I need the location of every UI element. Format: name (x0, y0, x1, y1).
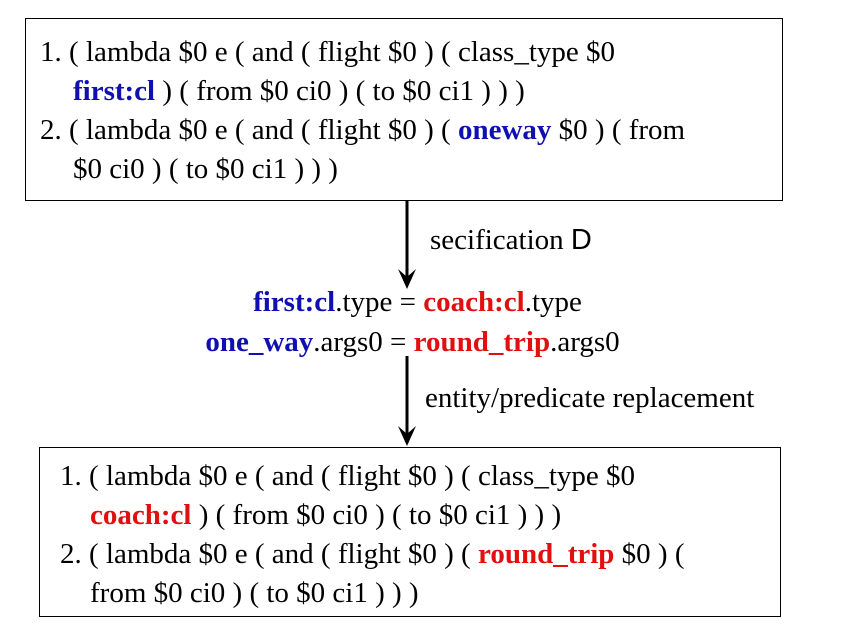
red-term: coach:cl (423, 286, 525, 318)
text-run: .args0 = (313, 326, 414, 358)
rule-line-1: first:cl.type = coach:cl.type (0, 286, 840, 318)
red-term: round_trip (477, 538, 615, 570)
specification-arrow (398, 201, 416, 289)
bottom-line-2: coach:cl ) ( from $0 ci0 ) ( to $0 ci1 )… (90, 499, 561, 531)
specification-label-text: secification (430, 224, 571, 256)
specification-label: secification D (430, 224, 592, 256)
text-run: 2. ( lambda $0 e ( and ( flight $0 ) ( (40, 114, 458, 146)
text-run: from $0 ci0 ) ( to $0 ci1 ) ) ) (90, 577, 419, 609)
red-term: coach:cl (90, 499, 192, 531)
text-run: 1. ( lambda $0 e ( and ( flight $0 ) ( c… (60, 460, 636, 492)
bottom-line-1: 1. ( lambda $0 e ( and ( flight $0 ) ( c… (60, 460, 635, 492)
text-run: 2. ( lambda $0 e ( and ( flight $0 ) ( (60, 538, 478, 570)
top-line-3: 2. ( lambda $0 e ( and ( flight $0 ) ( o… (40, 114, 685, 146)
top-line-1: 1. ( lambda $0 e ( and ( flight $0 ) ( c… (40, 36, 615, 68)
bottom-line-3: 2. ( lambda $0 e ( and ( flight $0 ) ( r… (60, 538, 685, 570)
original-logical-forms-box: 1. ( lambda $0 e ( and ( flight $0 ) ( c… (25, 18, 783, 201)
red-term: round_trip (413, 326, 551, 358)
blue-term: first:cl (73, 75, 156, 107)
text-run: ) ( from $0 ci0 ) ( to $0 ci1 ) ) ) (191, 499, 562, 531)
specification-label-symbol: D (570, 224, 592, 256)
blue-term: first:cl (253, 286, 336, 318)
text-run: .args0 (550, 326, 620, 358)
text-run: .type = (335, 286, 424, 318)
replacement-label: entity/predicate replacement (425, 382, 755, 414)
blue-term: one_way (205, 326, 314, 358)
replacement-arrow (398, 356, 416, 446)
text-run: $0 ) ( (614, 538, 685, 570)
bottom-line-4: from $0 ci0 ) ( to $0 ci1 ) ) ) (90, 577, 419, 609)
text-run: $0 ) ( from (551, 114, 686, 146)
text-run: $0 ci0 ) ( to $0 ci1 ) ) ) (73, 153, 338, 185)
replaced-logical-forms-box: 1. ( lambda $0 e ( and ( flight $0 ) ( c… (39, 447, 781, 617)
top-line-4: $0 ci0 ) ( to $0 ci1 ) ) ) (73, 153, 338, 185)
text-run: ) ( from $0 ci0 ) ( to $0 ci1 ) ) ) (155, 75, 525, 107)
top-line-2: first:cl ) ( from $0 ci0 ) ( to $0 ci1 )… (73, 75, 525, 107)
text-run: 1. ( lambda $0 e ( and ( flight $0 ) ( c… (40, 36, 616, 68)
text-run: .type (524, 286, 582, 318)
rule-line-2: one_way.args0 = round_trip.args0 (0, 326, 835, 358)
blue-term: oneway (457, 114, 552, 146)
